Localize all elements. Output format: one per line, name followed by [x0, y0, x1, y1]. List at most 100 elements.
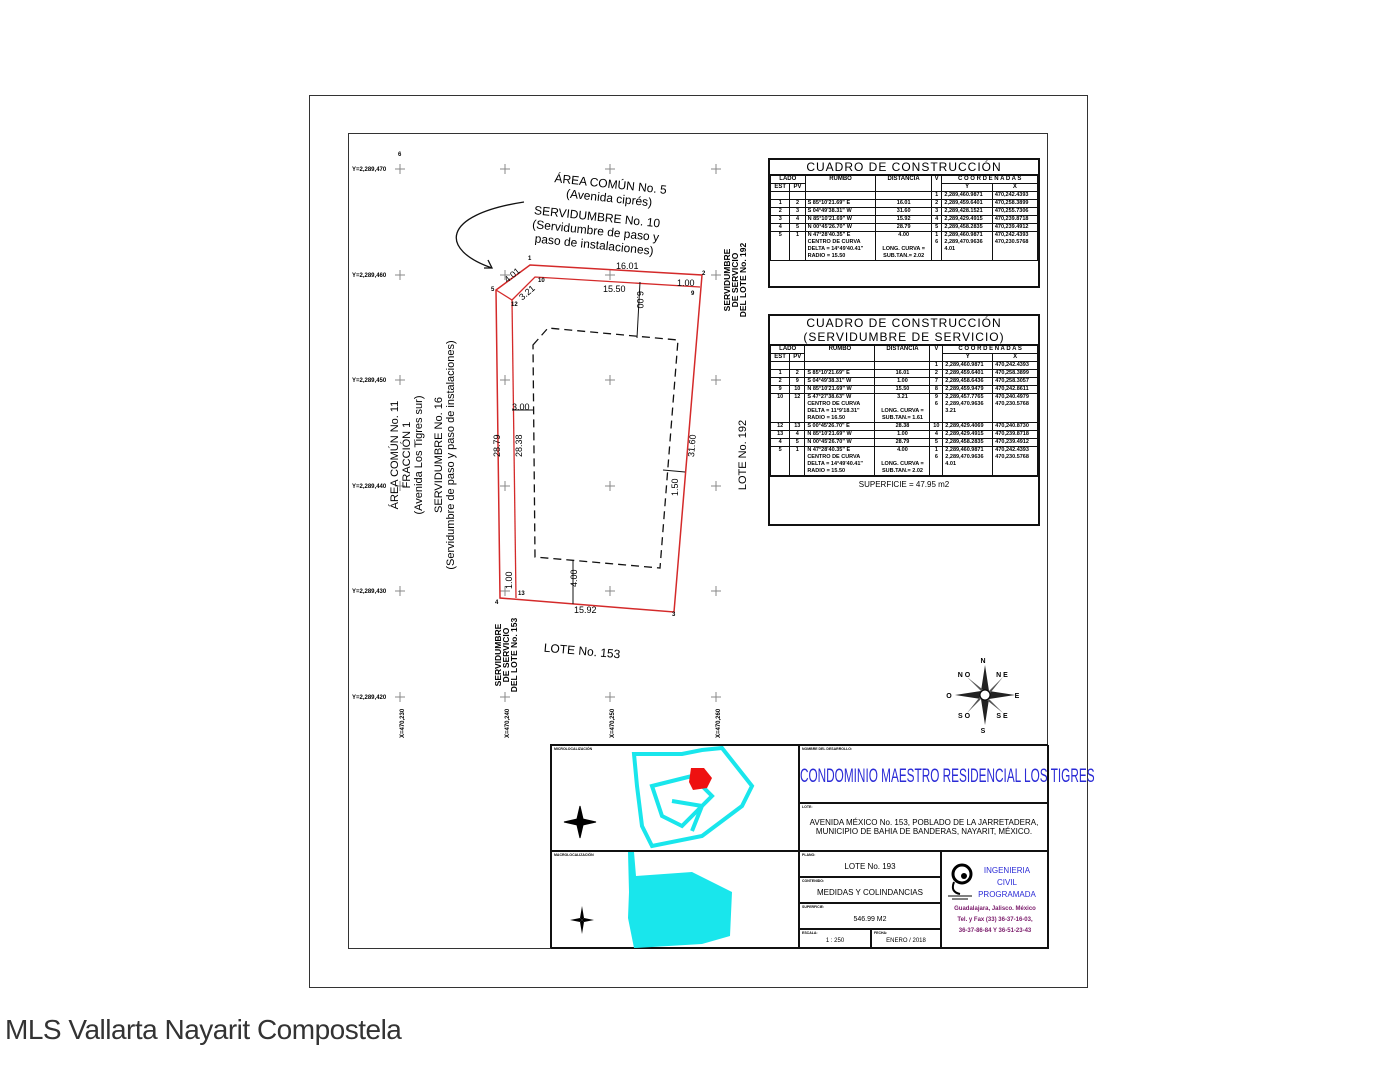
cell-dist	[875, 191, 932, 200]
development-name-cell: NOMBRE DEL DESARROLLO: CONDOMINIO MAESTR…	[799, 745, 1095, 803]
header-rumbo: RUMBO	[804, 175, 877, 192]
header-distancia: DISTANCIA	[874, 345, 931, 362]
compass-se: S E	[996, 713, 1008, 720]
vertex-1: 1	[528, 256, 532, 262]
south-easement-line2: DE SERVICIO	[501, 627, 511, 682]
plan-value: LOTE No. 193	[844, 862, 896, 871]
cell-rumbo: N 00°45'26.70" W	[804, 438, 876, 447]
cell-pv: 2	[789, 199, 806, 208]
cell-y: 2,289,428.1521	[941, 207, 993, 216]
compass-so: S O	[958, 713, 971, 720]
cell-dist: 16.01	[875, 199, 932, 208]
cell-v: 7	[929, 377, 944, 386]
cell-est: 5	[769, 446, 791, 476]
easement-construction-table: CUADRO DE CONSTRUCCIÓN (SERVIDUMBRE DE S…	[768, 314, 1040, 526]
header-est: EST	[769, 183, 791, 192]
cell-rumbo: N 85°10'21.69" W	[804, 430, 876, 439]
dim-ne: 1.00	[677, 278, 695, 288]
date-cell: FECHA: ENERO / 2018	[871, 929, 941, 949]
cell-pv	[789, 191, 806, 200]
header-y: Y	[941, 183, 993, 192]
microlocation-panel: MICROLOCALIZACIÓN	[551, 745, 799, 851]
scale-value: 1 : 250	[825, 938, 845, 944]
cell-dist: 1.00	[874, 430, 931, 439]
area-total: SUPERFICIE = 47.95 m2	[770, 476, 1038, 492]
cell-pv: 5	[789, 438, 806, 447]
east-easement-line3: DEL LOTE No. 192	[738, 242, 748, 317]
cell-est: 4	[769, 438, 791, 447]
vertex-12: 12	[511, 302, 518, 308]
compass-o: O	[946, 693, 952, 700]
grid-y-label: Y=2,289,420	[352, 695, 387, 701]
cell-rumbo: N 47°28'40.35" E CENTRO DE CURVA DELTA =…	[804, 231, 877, 261]
cell-pv: 3	[789, 207, 806, 216]
cell-y: 2,289,460.9871 2,289,470.9636 4.01	[941, 231, 993, 261]
header-pv: PV	[789, 353, 806, 362]
cell-y: 2,289,459.9479	[942, 385, 994, 394]
grid-y-label: Y=2,289,460	[352, 273, 387, 279]
company-cell: INGENIERIA CIVIL PROGRAMADA Guadalajara,…	[941, 851, 1049, 949]
cell-y: 2,289,459.6401	[942, 369, 994, 378]
company-city: Guadalajara, Jalisco. México	[954, 906, 1036, 912]
cell-v: 4	[929, 430, 944, 439]
table-subtitle: (SERVIDUMBRE DE SERVICIO)	[770, 330, 1038, 345]
cell-v: 4	[930, 215, 943, 224]
address-line1: AVENIDA MÉXICO No. 153, POBLADO DE LA JA…	[809, 818, 1039, 827]
cell-est: 4	[769, 223, 791, 232]
company-phone2: 36-37-86-84 Y 36-51-23-43	[958, 928, 1032, 934]
cell-y: 2,289,460.9871	[941, 191, 993, 200]
date-value: ENERO / 2018	[886, 938, 926, 944]
vertex-13: 13	[518, 591, 525, 597]
cell-x: 470,242.4393	[992, 361, 1038, 370]
cell-dist: 3.21 LONG. CURVA = SUB.TAN.= 1.61	[874, 393, 931, 423]
cell-x: 470,242.4393	[991, 191, 1039, 200]
cell-est: 12	[769, 422, 791, 431]
east-easement-line2: DE SERVICIO	[730, 252, 740, 307]
building-footprint	[532, 327, 679, 569]
easement-inner-line	[495, 276, 701, 301]
cell-v: 5	[929, 438, 944, 447]
vertex-9: 9	[691, 291, 695, 297]
lot-address-cell: LOTE: AVENIDA MÉXICO No. 153, POBLADO DE…	[799, 803, 1049, 851]
cell-x: 470,242.8611	[992, 385, 1038, 394]
compass-ne: N E	[996, 672, 1008, 679]
micro-label: MICROLOCALIZACIÓN	[554, 747, 593, 751]
cell-pv: 2	[789, 369, 806, 378]
point-6-label: 6	[398, 152, 402, 158]
cell-dist: 28.79	[874, 438, 931, 447]
cell-est: 9	[769, 385, 791, 394]
grid-y-label: Y=2,289,450	[352, 378, 387, 384]
header-lado: LADO	[770, 175, 806, 184]
content-value: MEDIDAS Y COLINDANCIAS	[817, 888, 923, 897]
compass-no: N O	[958, 672, 971, 679]
content-cell: CONTENIDO: MEDIDAS Y COLINDANCIAS	[799, 877, 941, 903]
cell-est: 13	[769, 430, 791, 439]
cell-dist: 15.50	[874, 385, 931, 394]
cell-v: 9 6	[929, 393, 944, 423]
cell-rumbo: S 85°10'21.69" E	[804, 369, 876, 378]
header-lado: LADO	[769, 345, 806, 354]
dim-setback-n: 6.00	[635, 291, 645, 309]
cell-x: 470,255.7306	[991, 207, 1039, 216]
cell-v: 1	[929, 361, 944, 370]
cell-est: 1	[769, 369, 791, 378]
cell-y: 2,289,458.2835	[942, 438, 994, 447]
cell-y: 2,289,429.4915	[941, 215, 993, 224]
east-lot-label: LOTE No. 192	[737, 420, 749, 490]
cell-rumbo: S 85°10'21.69" E	[804, 199, 877, 208]
header-v: V	[930, 175, 943, 192]
cell-v: 5	[930, 223, 943, 232]
cell-pv: 4	[789, 430, 806, 439]
dim-nw-inner: 3.21	[517, 283, 537, 302]
west-area-line3: (Avenida Los Tigres sur)	[413, 395, 425, 514]
vertex-3: 3	[672, 612, 676, 618]
grid-x-label: X=470,250	[610, 708, 616, 738]
